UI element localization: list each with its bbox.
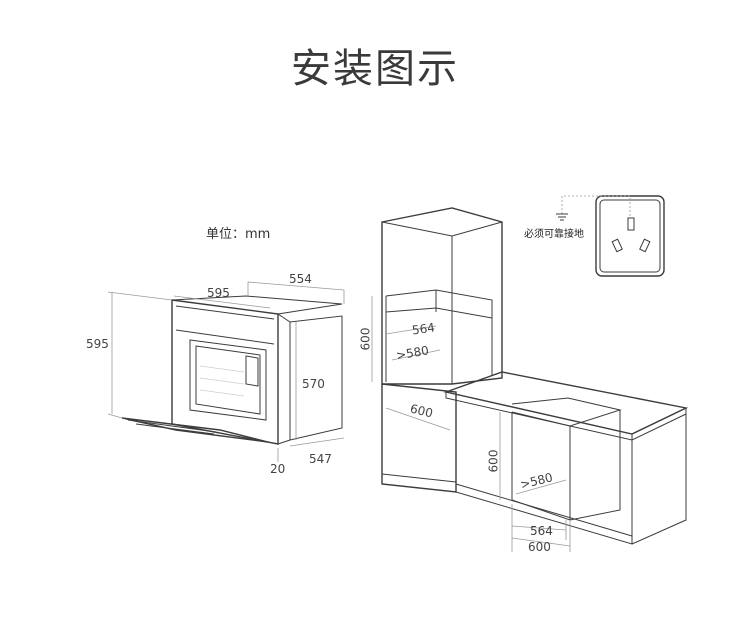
oven-inner-height-label: 570 [302, 377, 325, 391]
tall-cutout-height-label: 600 [358, 327, 373, 351]
counter-cutout-width-label: 564 [530, 524, 553, 538]
oven-front-offset-label: 20 [270, 462, 286, 476]
socket-drawing [556, 195, 665, 277]
counter-cabinet-drawing [443, 371, 689, 552]
oven-depth-top-label: 554 [289, 272, 312, 286]
tall-cabinet-drawing [371, 207, 503, 493]
page-title: 安装图示 [291, 46, 459, 92]
counter-cutout-height-label: 600 [486, 449, 501, 473]
unit-label: 单位：mm [206, 227, 271, 242]
oven-height-label: 595 [86, 337, 109, 351]
oven-depth-bottom-label: 547 [309, 452, 332, 466]
grounding-note: 必须可靠接地 [524, 229, 584, 240]
oven-drawing [107, 281, 345, 462]
counter-base-width-label: 600 [528, 540, 551, 554]
oven-width-label: 595 [207, 286, 230, 300]
